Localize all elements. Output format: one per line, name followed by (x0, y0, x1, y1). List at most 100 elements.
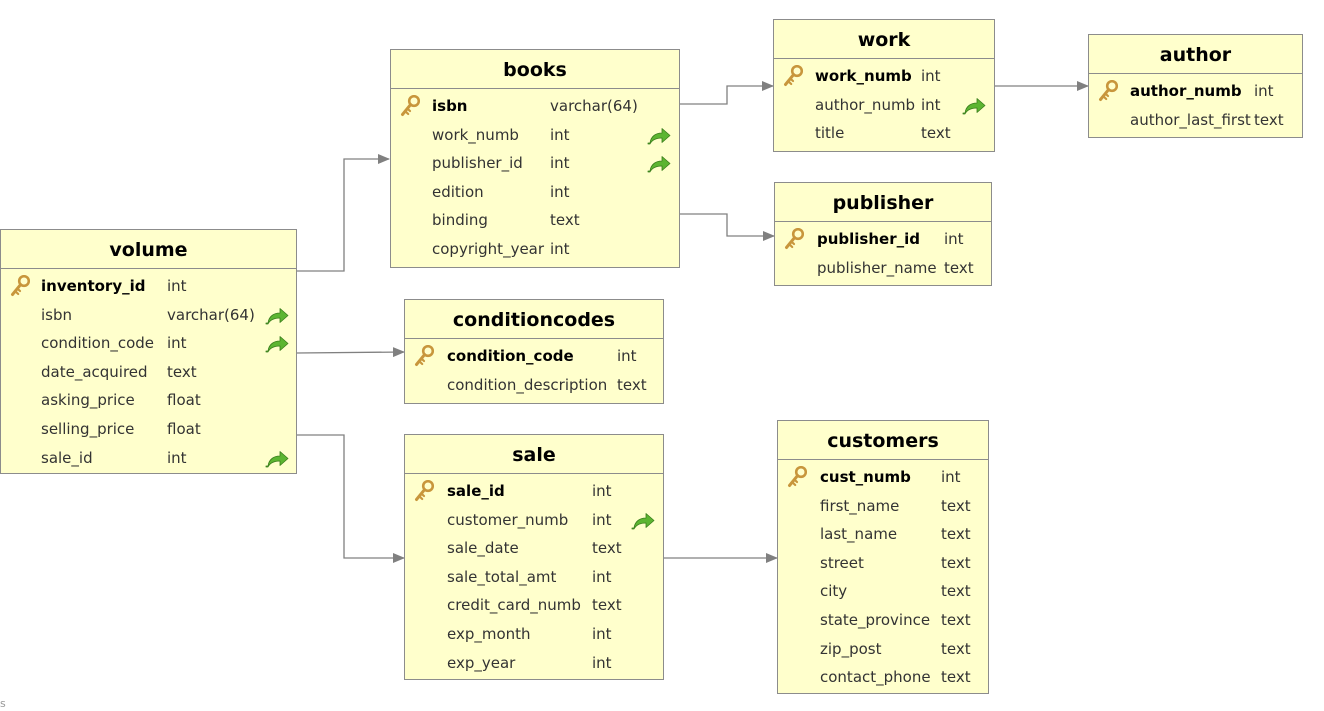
column-type: int (592, 482, 612, 500)
column-name: cust_numb (820, 468, 911, 486)
column-row[interactable]: author_numb int (774, 91, 994, 120)
column-type: int (592, 653, 612, 672)
column-type: text (941, 496, 971, 515)
column-type: int (944, 230, 964, 248)
column-name: sale_id (447, 482, 505, 500)
column-type: float (167, 419, 201, 438)
column-name: author_numb (815, 95, 916, 114)
column-row[interactable]: last_name text (778, 520, 988, 549)
column-row[interactable]: first_name text (778, 492, 988, 521)
table-title: volume (1, 230, 296, 269)
column-type: text (592, 539, 622, 558)
column-type: text (941, 668, 971, 687)
foreign-key-arrow-icon (647, 126, 671, 144)
table-title: author (1089, 35, 1302, 74)
column-type: text (941, 582, 971, 601)
column-row[interactable]: sale_date text (405, 534, 663, 563)
column-name: binding (432, 211, 488, 230)
column-row[interactable]: credit_card_numb text (405, 591, 663, 620)
column-name: selling_price (41, 419, 135, 438)
column-type: int (592, 567, 612, 586)
column-row[interactable]: publisher_id int (775, 225, 991, 254)
column-name: edition (432, 182, 484, 201)
column-row[interactable]: sale_id int (405, 477, 663, 506)
column-type: int (167, 334, 187, 353)
column-name: condition_description (447, 375, 608, 394)
column-row[interactable]: copyright_year int (391, 235, 679, 264)
column-name: copyright_year (432, 239, 545, 258)
foreign-key-arrow-icon (265, 334, 289, 353)
column-row[interactable]: condition_description text (405, 371, 663, 400)
column-row[interactable]: sale_total_amt int (405, 563, 663, 592)
column-name: street (820, 553, 864, 572)
column-name: exp_year (447, 653, 516, 672)
column-name: sale_date (447, 539, 519, 558)
foreign-key-arrow-icon (647, 154, 671, 173)
foreign-key-arrow-icon (265, 449, 289, 467)
foreign-key-arrow-icon (631, 511, 655, 529)
column-row[interactable]: exp_year int (405, 649, 663, 678)
column-type: text (167, 362, 197, 381)
column-name: last_name (820, 525, 898, 544)
column-name: exp_month (447, 624, 531, 643)
column-name: work_numb (815, 67, 912, 85)
column-name: first_name (820, 496, 900, 515)
column-name: credit_card_numb (447, 596, 581, 615)
key-icon (787, 465, 808, 488)
column-name: publisher_id (432, 154, 523, 173)
column-type: text (617, 375, 647, 394)
column-name: inventory_id (41, 277, 146, 295)
column-type: int (550, 125, 570, 144)
key-icon (414, 344, 435, 367)
table-title: customers (778, 421, 988, 460)
column-name: sale_id (41, 448, 93, 467)
column-name: publisher_id (817, 230, 920, 248)
column-type: int (550, 239, 570, 258)
column-type: text (592, 596, 622, 615)
table-title: conditioncodes (405, 300, 663, 339)
column-name: condition_code (41, 334, 155, 353)
column-type: int (617, 347, 637, 365)
column-row[interactable]: selling_price float (1, 415, 296, 444)
connector-volume-books (297, 154, 390, 272)
table-title: sale (405, 435, 663, 474)
column-type: varchar(64) (550, 97, 638, 115)
column-type: int (1254, 82, 1274, 100)
column-row[interactable]: condition_code int (1, 329, 296, 358)
column-name: sale_total_amt (447, 567, 557, 586)
column-type: text (941, 525, 971, 544)
column-type: int (921, 95, 941, 114)
